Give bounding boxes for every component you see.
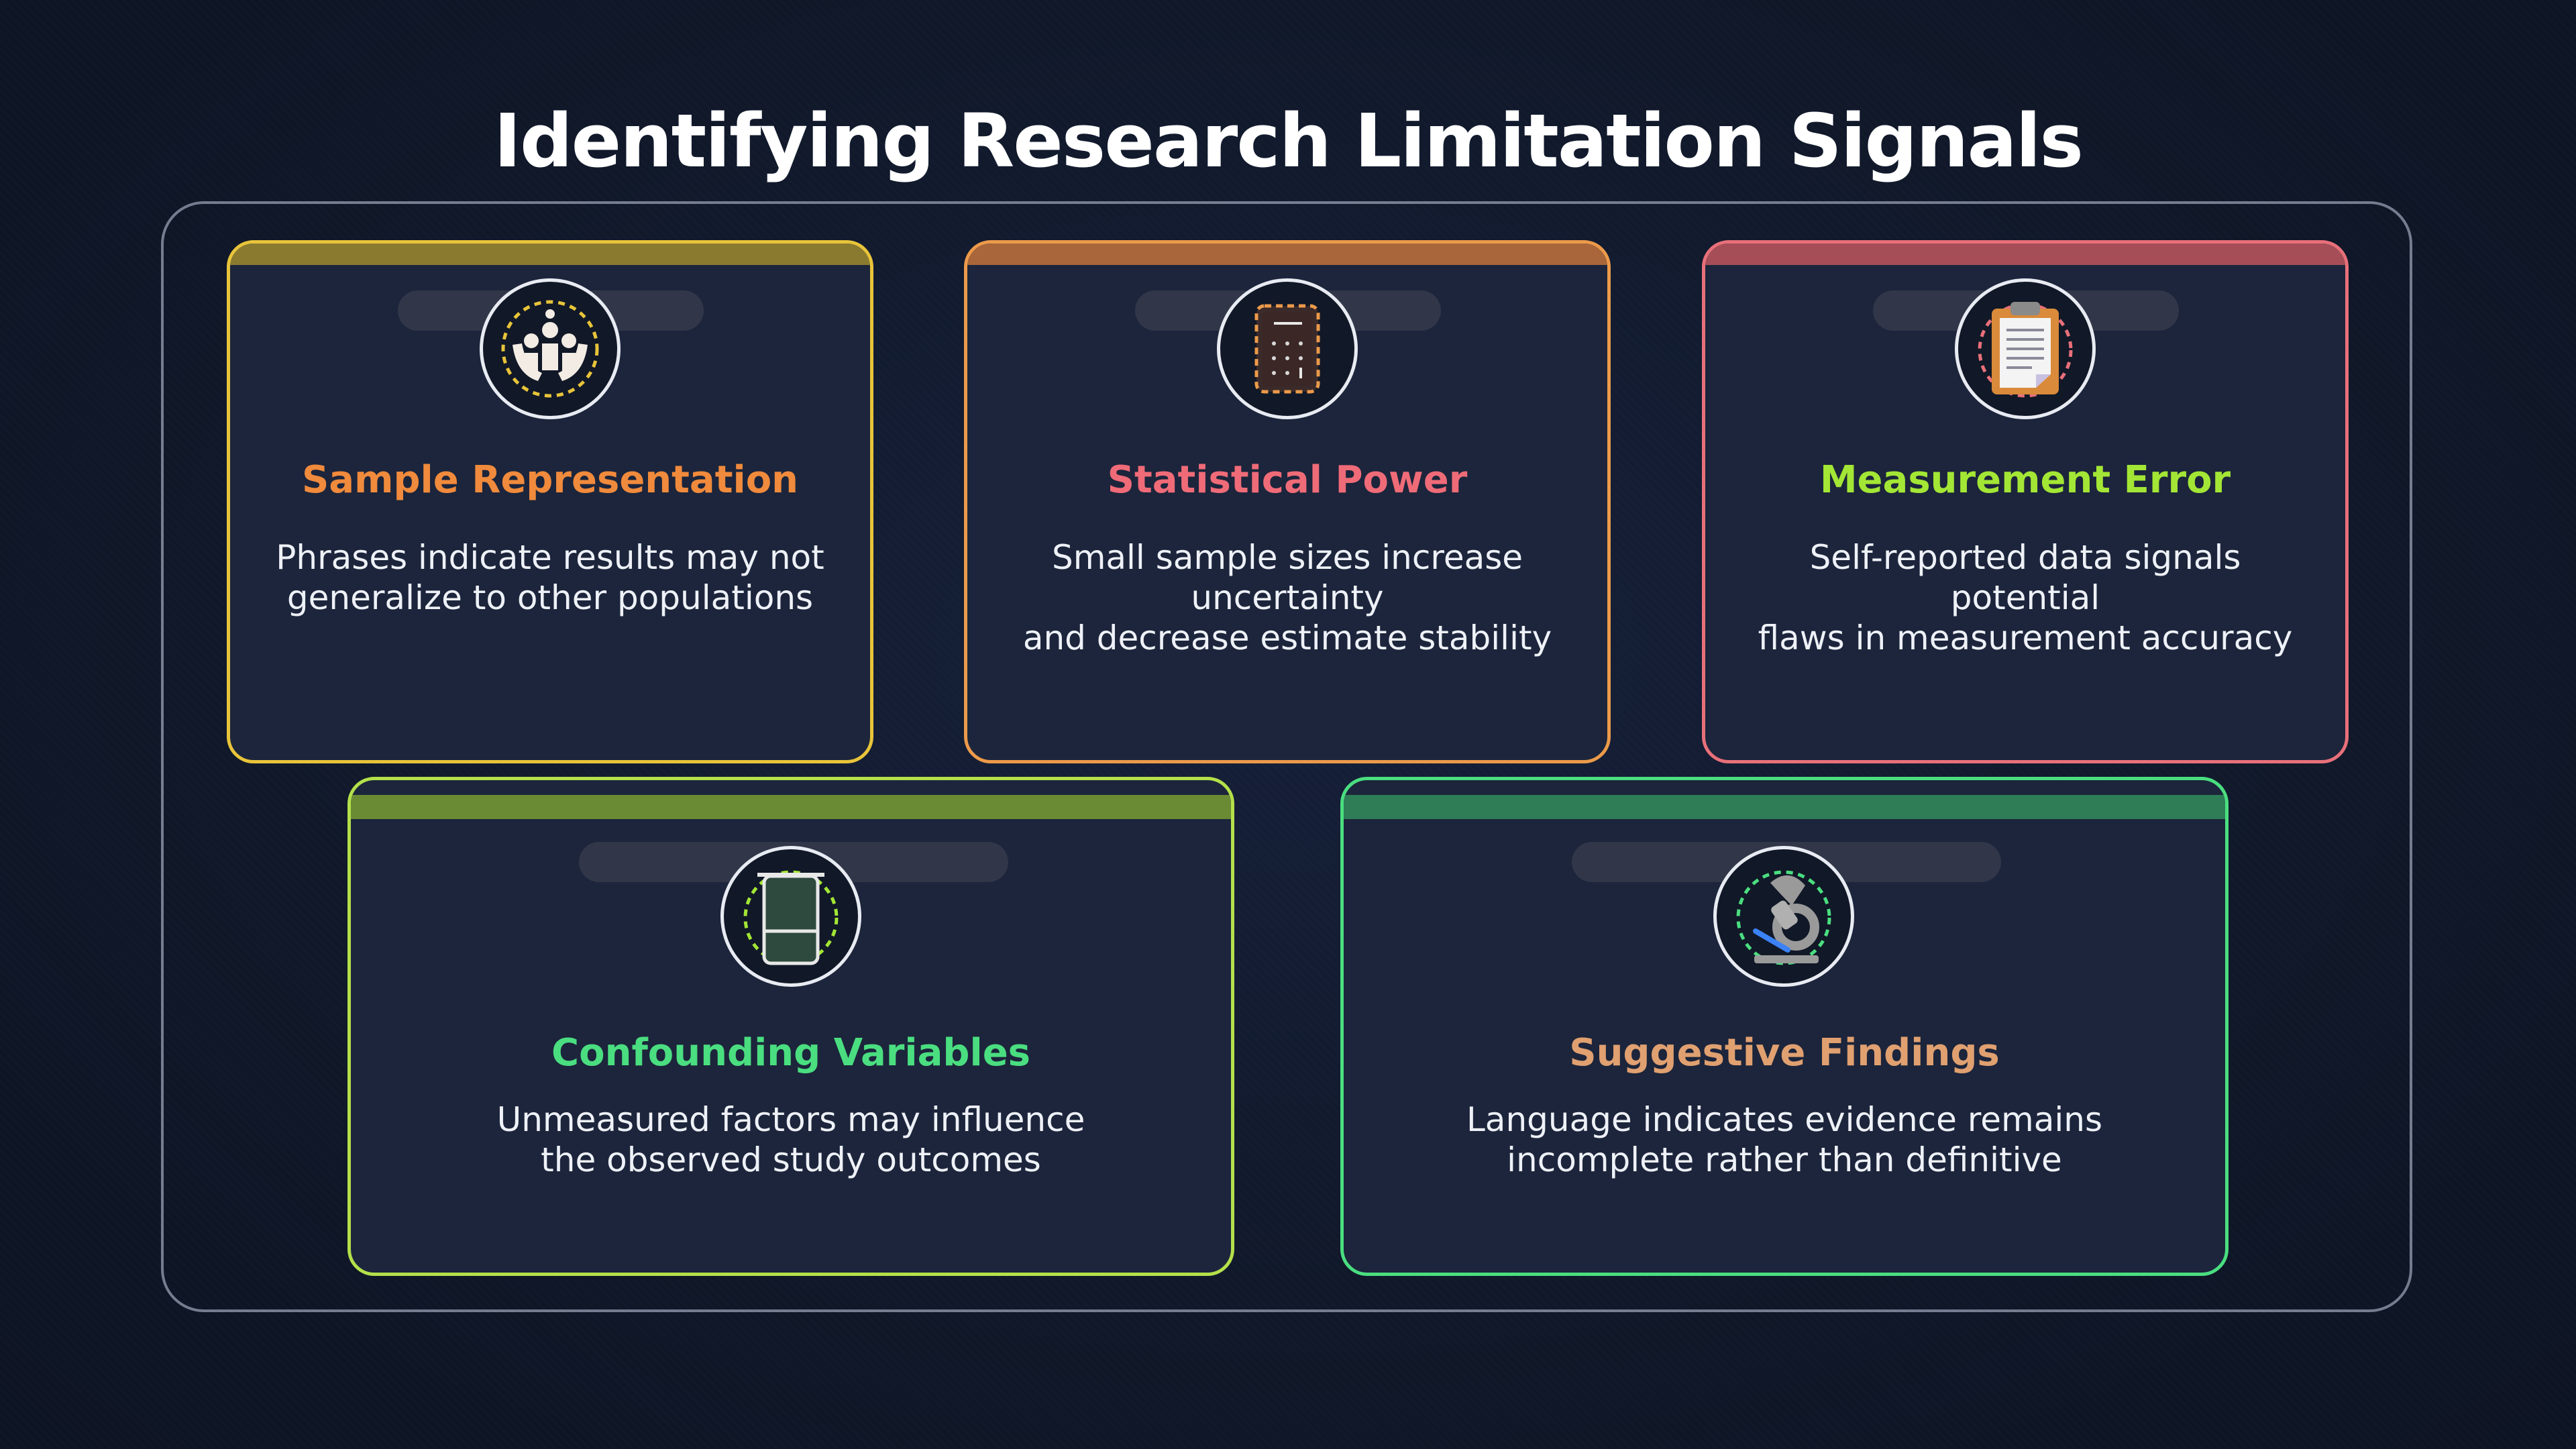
people-group-icon	[501, 300, 599, 398]
card-heading: Sample Representation	[301, 458, 799, 502]
icon-badge	[720, 846, 861, 987]
card-accent-bar	[967, 244, 1607, 265]
card-sample-representation: Sample Representation Phrases indicate r…	[227, 240, 873, 763]
card-description: Self-reported data signals potential fla…	[1758, 538, 2293, 657]
icon-badge	[1217, 278, 1358, 419]
card-statistical-power: Statistical Power Small sample sizes inc…	[964, 240, 1611, 763]
beaker-icon	[743, 870, 839, 965]
card-description: Small sample sizes increase uncertainty …	[1022, 538, 1552, 657]
calculator-icon	[1254, 304, 1320, 394]
icon-badge	[480, 278, 621, 419]
card-accent-bar	[1705, 244, 2345, 265]
card-suggestive-findings: Suggestive Findings Language indicates e…	[1340, 777, 2229, 1276]
card-heading: Measurement Error	[1819, 458, 2231, 502]
card-accent-bar	[230, 244, 870, 265]
card-measurement-error: Measurement Error Self-reported data sig…	[1702, 240, 2349, 763]
card-description: Phrases indicate results may not general…	[276, 538, 824, 617]
icon-badge	[1713, 846, 1854, 987]
card-confounding-variables: Confounding Variables Unmeasured factors…	[347, 777, 1234, 1276]
card-heading: Statistical Power	[1107, 458, 1468, 502]
card-description: Language indicates evidence remains inco…	[1466, 1100, 2103, 1179]
icon-badge	[1955, 278, 2096, 419]
card-description: Unmeasured factors may influence the obs…	[496, 1100, 1085, 1179]
content-frame	[161, 201, 2412, 1312]
card-accent-bar	[1344, 795, 2225, 819]
microscope-icon	[1736, 870, 1831, 965]
card-heading: Suggestive Findings	[1569, 1031, 2000, 1075]
card-accent-bar	[351, 795, 1231, 819]
card-heading: Confounding Variables	[551, 1031, 1030, 1075]
clipboard-icon	[1978, 302, 2073, 398]
page-title: Identifying Research Limitation Signals	[494, 98, 2084, 184]
